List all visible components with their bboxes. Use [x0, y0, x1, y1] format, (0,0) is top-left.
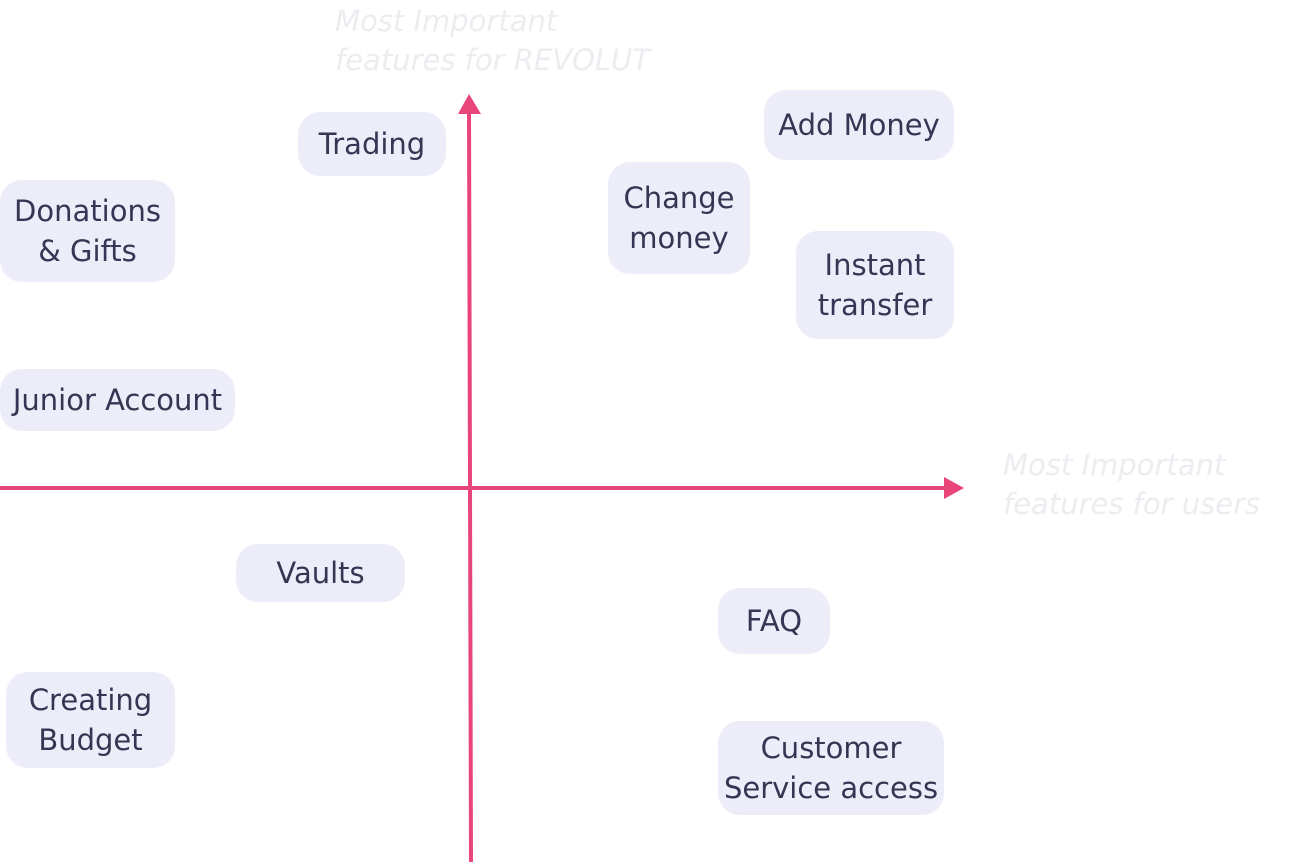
- card-instant-transfer: Instant transfer: [796, 231, 954, 339]
- card-change-money: Change money: [608, 162, 750, 274]
- card-trading: Trading: [298, 112, 446, 176]
- card-junior-account: Junior Account: [0, 369, 235, 431]
- card-donations-gifts: Donations & Gifts: [0, 180, 175, 282]
- y-axis: [467, 107, 473, 863]
- x-axis-arrowhead: [944, 477, 964, 499]
- card-creating-budget: Creating Budget: [6, 672, 175, 768]
- x-axis-label: Most Important features for users: [1003, 448, 1261, 521]
- card-vaults: Vaults: [236, 544, 405, 602]
- y-axis-label: Most Important features for REVOLUT: [335, 4, 650, 77]
- card-customer-service-access: Customer Service access: [718, 721, 944, 815]
- y-axis-arrowhead: [458, 94, 481, 114]
- card-add-money: Add Money: [764, 90, 954, 160]
- card-faq: FAQ: [718, 588, 830, 654]
